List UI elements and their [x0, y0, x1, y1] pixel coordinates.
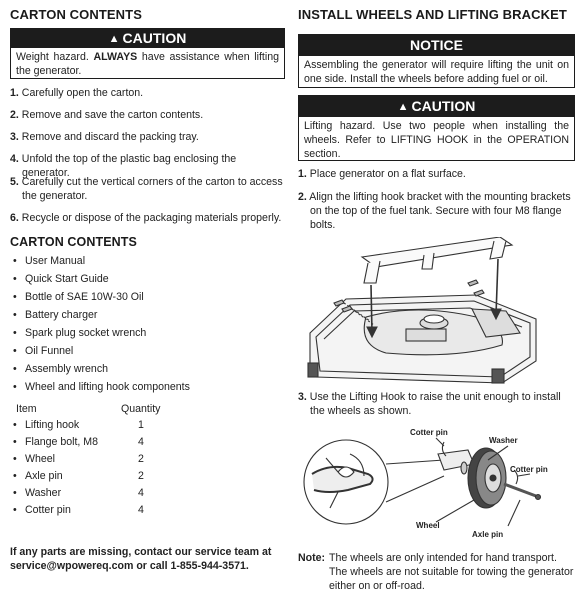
caution-body: Weight hazard. ALWAYS have assistance wh…: [10, 48, 285, 79]
caution-lead: Weight hazard.: [16, 51, 89, 63]
note: Note: The wheels are only intended for h…: [298, 551, 575, 593]
row-item: Wheel: [25, 453, 56, 465]
list-item-text: Quick Start Guide: [25, 273, 109, 285]
step-num: 2.: [298, 191, 307, 203]
list-item-text: Wheel and lifting hook components: [25, 381, 190, 393]
step-text: Remove and save the carton contents.: [21, 109, 204, 121]
list-item: •Quick Start Guide: [13, 273, 109, 285]
wheel-installation-diagram: Cotter pin Washer Cotter pin Wheel Axle …: [303, 428, 548, 539]
list-item: •Battery charger: [13, 309, 98, 321]
list-item-text: Spark plug socket wrench: [25, 327, 147, 339]
list-item-text: Oil Funnel: [25, 345, 74, 357]
notice-body: Assembling the generator will require li…: [298, 56, 575, 88]
row-item: Washer: [25, 487, 62, 499]
step-num: 4.: [10, 153, 19, 165]
table-row: •Cotter pin: [13, 504, 71, 516]
step-text: Recycle or dispose of the packaging mate…: [21, 212, 282, 224]
step-text: Carefully cut the vertical corners of th…: [21, 176, 283, 202]
step-num: 3.: [10, 131, 19, 143]
list-item: •Spark plug socket wrench: [13, 327, 147, 339]
row-item: Lifting hook: [25, 419, 80, 431]
row-item: Flange bolt, M8: [25, 436, 99, 448]
missing-parts-note: If any parts are missing, contact our se…: [10, 546, 272, 572]
warning-triangle-icon: ▲: [397, 101, 409, 113]
install-heading: INSTALL WHEELS AND LIFTING BRACKET: [298, 7, 567, 22]
caution-rest: have assistance when lifting the generat…: [16, 51, 279, 77]
step-3: 3. Use the Lifting Hook to raise the uni…: [298, 390, 575, 418]
notice-header: NOTICE: [298, 34, 575, 56]
step-num: 5.: [10, 176, 19, 188]
step-text: Place generator on a flat surface.: [309, 168, 466, 180]
step-6: 6. Recycle or dispose of the packaging m…: [10, 211, 285, 225]
step-num: 6.: [10, 212, 19, 224]
step-num: 1.: [10, 87, 19, 99]
label-cotter-pin-top: Cotter pin: [410, 428, 448, 437]
list-item: •User Manual: [13, 255, 86, 267]
step-text: Carefully open the carton.: [21, 87, 144, 99]
step-text: Use the Lifting Hook to raise the unit e…: [309, 391, 561, 417]
note-text: The wheels are only intended for hand tr…: [329, 552, 574, 592]
contents-heading: CARTON CONTENTS: [10, 235, 137, 249]
caution-strong: ALWAYS: [93, 51, 138, 63]
row-qty: 4: [138, 436, 144, 448]
label-washer: Washer: [489, 436, 518, 445]
caution-body-right: Lifting hazard. Use two people when inst…: [298, 117, 575, 161]
table-row: •Flange bolt, M8: [13, 436, 99, 448]
step-num: 2.: [10, 109, 19, 121]
table-row: •Wheel: [13, 453, 56, 465]
caution-title: CAUTION: [122, 30, 187, 46]
step-num: 3.: [298, 391, 307, 403]
list-item-text: Bottle of SAE 10W-30 Oil: [25, 291, 144, 303]
table-row: •Lifting hook: [13, 419, 80, 431]
row-qty: 4: [138, 504, 144, 516]
table-header-item: Item: [16, 403, 37, 415]
list-item-text: Battery charger: [25, 309, 98, 321]
list-item: •Assembly wrench: [13, 363, 109, 375]
caution-header-right: ▲CAUTION: [298, 95, 575, 117]
list-item-text: User Manual: [25, 255, 86, 267]
row-qty: 1: [138, 419, 144, 431]
step-text: Remove and discard the packing tray.: [21, 131, 199, 143]
warning-triangle-icon: ▲: [108, 33, 120, 45]
table-header-qty: Quantity: [121, 403, 161, 415]
generator-lifting-hook-illustration: [307, 237, 537, 384]
step-num: 1.: [298, 168, 307, 180]
step-text: Align the lifting hook bracket with the …: [309, 191, 571, 231]
step-2: 2. Align the lifting hook bracket with t…: [298, 190, 575, 232]
label-axle-pin: Axle pin: [472, 530, 503, 539]
label-cotter-pin-right: Cotter pin: [510, 465, 548, 474]
carton-contents-heading: CARTON CONTENTS: [10, 7, 142, 22]
step-3: 3. Remove and discard the packing tray.: [10, 130, 285, 144]
row-qty: 4: [138, 487, 144, 499]
list-item-text: Assembly wrench: [25, 363, 109, 375]
note-label: Note:: [298, 552, 326, 564]
step-1: 1. Carefully open the carton.: [10, 86, 285, 100]
row-qty: 2: [138, 470, 144, 482]
row-item: Cotter pin: [25, 504, 71, 516]
step-4: 4. Unfold the top of the plastic bag enc…: [10, 152, 285, 180]
caution-header: ▲CAUTION: [10, 28, 285, 48]
list-item: •Wheel and lifting hook components: [13, 381, 190, 393]
table-row: •Axle pin: [13, 470, 63, 482]
step-2: 2. Remove and save the carton contents.: [10, 108, 285, 122]
step-1: 1. Place generator on a flat surface.: [298, 167, 575, 181]
caution-title: CAUTION: [411, 98, 476, 114]
list-item: •Oil Funnel: [13, 345, 74, 357]
notice-title: NOTICE: [410, 37, 463, 53]
table-row: •Washer: [13, 487, 62, 499]
step-5: 5. Carefully cut the vertical corners of…: [10, 175, 285, 203]
row-qty: 2: [138, 453, 144, 465]
step-text: Unfold the top of the plastic bag enclos…: [21, 153, 237, 179]
row-item: Axle pin: [25, 470, 63, 482]
label-wheel: Wheel: [416, 521, 440, 530]
list-item: •Bottle of SAE 10W-30 Oil: [13, 291, 144, 303]
